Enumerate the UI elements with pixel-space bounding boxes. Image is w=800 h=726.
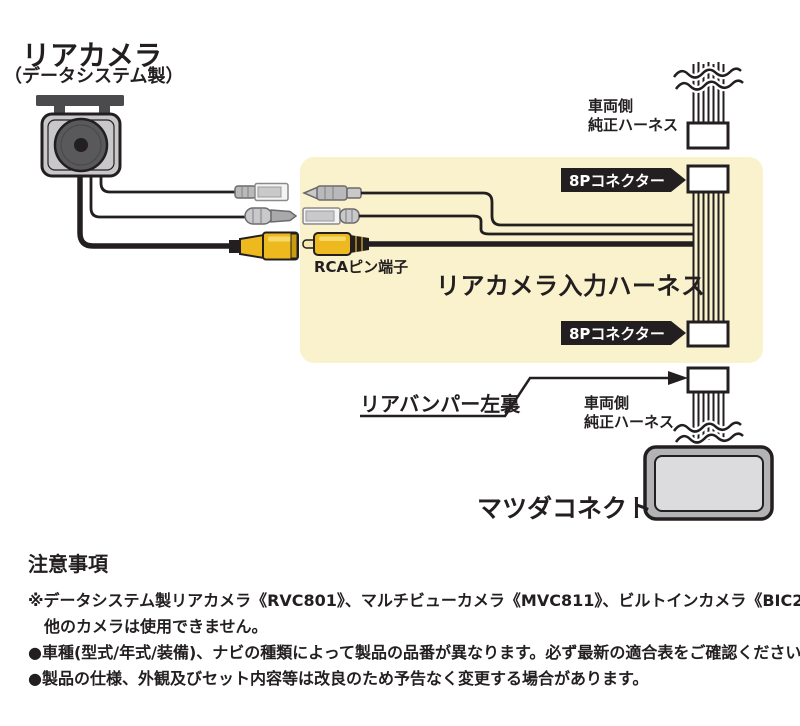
harness-break-wave: [674, 432, 744, 444]
harness-break-wave: [672, 421, 742, 433]
mazda-connect-unit: [643, 445, 774, 521]
notes-heading: 注意事項: [28, 552, 108, 576]
vehicle-harness-label-line1: 車両側: [588, 97, 634, 115]
vehicle-harness-label-line1: 車両側: [584, 394, 630, 412]
pointer-line: [360, 376, 672, 418]
connector-sleeve-inner: [257, 186, 282, 198]
bullet-connector-tip-icon: [270, 209, 298, 223]
camera-wire-2: [89, 176, 246, 219]
harness-break-wave: [672, 67, 742, 79]
input-harness-ribbon: [686, 164, 730, 348]
title-rear-camera: リアカメラ: [22, 39, 163, 72]
input-harness-wires: [359, 191, 693, 247]
diagram-art: [36, 62, 774, 521]
camera-lens-ring: [60, 124, 102, 166]
badge-8p-connector-top: 8Pコネクター: [561, 168, 686, 192]
panel-wire-1: [361, 191, 693, 227]
rear-bumper-pointer: [360, 371, 688, 418]
camera-side-connectors: [229, 182, 299, 261]
sleeve-connector-ribbed: [339, 208, 360, 224]
harness-side-connectors: [302, 185, 369, 256]
vehicle-connector-bottom: [686, 366, 730, 394]
mazda-connect-label: マツダコネクト: [477, 494, 653, 523]
note-line-4: ●製品の仕様、外観及びセット内容等は改良のため予告なく変更する場合があります。: [28, 669, 649, 688]
note-line-3: ●車種(型式/年式/装備)、ナビの種類によって製品の品番が異なります。必ず最新の…: [28, 643, 800, 662]
input-harness-panel: [300, 157, 763, 363]
bullet-body-icon: [316, 185, 348, 201]
camera-wire-1: [99, 176, 236, 194]
camera-input-harness-label: リアカメラ入力ハーネス: [436, 272, 706, 300]
camera-wires: [77, 176, 246, 249]
rca-plug-highlight: [319, 236, 346, 241]
connector-8p-bottom: [686, 320, 730, 348]
title-maker: （データシステム製）: [4, 66, 184, 87]
badge-8p-label: 8Pコネクター: [569, 171, 665, 190]
vehicle-harness-top: [671, 62, 746, 150]
bullet-collar-icon: [346, 187, 362, 199]
bullet-connector-male-icon: [234, 185, 257, 199]
camera-lens-center: [74, 138, 88, 152]
rca-jack-opening: [290, 233, 298, 259]
rca-jack-collar: [229, 240, 241, 253]
vehicle-connector-top: [686, 121, 730, 150]
rca-plug-male-icon: [313, 232, 352, 256]
camera-wire-rca: [77, 176, 231, 249]
rca-jack-taper: [239, 233, 265, 260]
bullet-connector-ribbed-icon: [244, 207, 273, 225]
vehicle-harness-label-line2: 純正ハーネス: [584, 413, 675, 431]
vehicle-harness-label-top: 車両側 純正ハーネス: [588, 97, 678, 135]
unit-screen: [654, 455, 764, 512]
rear-camera-illustration: [36, 95, 124, 178]
rca-plug-grip: [350, 235, 369, 253]
arrow-right-icon: [668, 371, 688, 385]
sleeve-connector-inner: [305, 210, 335, 222]
harness-break-wave: [674, 79, 744, 91]
vehicle-harness-label-line2: 純正ハーネス: [588, 116, 679, 134]
notes-section: 注意事項 ※データシステム製リアカメラ《RVC801》、マルチビューカメラ《MV…: [28, 548, 800, 696]
rear-bumper-label: リアバンパー左裏: [360, 392, 521, 416]
panel-wire-2: [359, 214, 693, 236]
vehicle-harness-label-bottom: 車両側 純正ハーネス: [584, 394, 674, 432]
note-line-1: ※データシステム製リアカメラ《RVC801》、マルチビューカメラ《MVC811》…: [28, 591, 800, 610]
rca-pin-label: RCAピン端子: [314, 258, 409, 276]
connector-8p-top: [686, 164, 730, 194]
badge-8p-connector-bottom: 8Pコネクター: [561, 321, 686, 345]
badge-8p-label: 8Pコネクター: [569, 324, 665, 343]
note-line-2: 他のカメラは使用できません。: [44, 617, 268, 636]
rca-jack-highlight: [268, 236, 292, 242]
vehicle-harness-bottom: [671, 366, 746, 446]
camera-bracket-bar: [36, 95, 124, 106]
